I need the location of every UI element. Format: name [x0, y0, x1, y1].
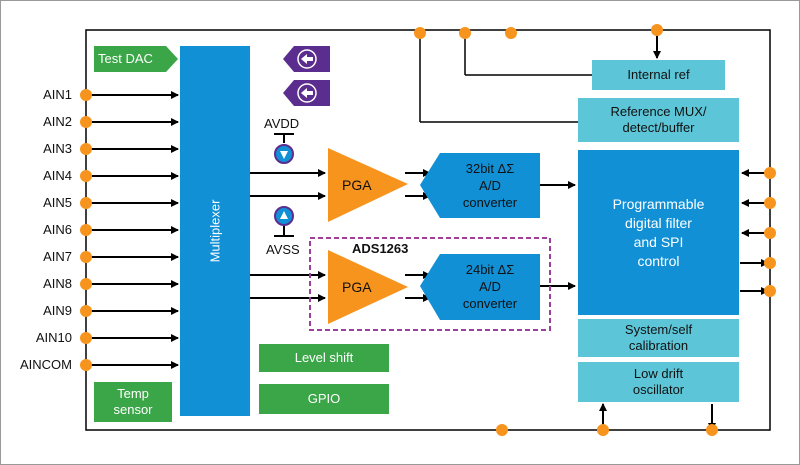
gpio-block: GPIO: [259, 384, 389, 414]
aincom-label: AINCOM: [20, 357, 72, 372]
ain6-label: AIN6: [43, 222, 72, 237]
multiplexer-block: Multiplexer: [180, 46, 250, 416]
ads1263-label: ADS1263: [352, 241, 409, 256]
ain7-label: AIN7: [43, 249, 72, 264]
internal-ref-block: Internal ref: [592, 60, 725, 90]
test-dac-block: Test DAC: [98, 51, 153, 66]
multiplexer-label: Multiplexer: [206, 199, 222, 263]
avdd-label: AVDD: [264, 116, 300, 131]
ain2-label: AIN2: [43, 114, 72, 129]
adc1-label: 32bit ΔΣ A/D converter: [462, 161, 518, 210]
avss-label: AVSS: [266, 242, 300, 257]
ain9-label: AIN9: [43, 303, 72, 318]
temp-sensor-block: Temp sensor: [94, 382, 172, 422]
ain1-label: AIN1: [43, 87, 72, 102]
oscillator-block: Low drift oscillator: [578, 362, 739, 402]
ain10-label: AIN10: [35, 330, 72, 345]
pga2-triangle: [328, 250, 408, 324]
adc1-shape: [420, 153, 540, 218]
ain5-label: AIN5: [43, 195, 72, 210]
calibration-block: System/self calibration: [578, 319, 739, 357]
pga2-label: PGA: [342, 279, 372, 295]
adc2-label: 24bit ΔΣ A/D converter: [462, 262, 518, 311]
ain4-label: AIN4: [43, 168, 72, 183]
reference-mux-block: Reference MUX/ detect/buffer: [578, 98, 739, 142]
adc2-shape: [420, 254, 540, 320]
ain3-label: AIN3: [43, 141, 72, 156]
pins: [80, 24, 776, 436]
ain8-label: AIN8: [43, 276, 72, 291]
dac-output-tags: [283, 46, 330, 106]
pga1-triangle: [328, 148, 408, 222]
pga1-label: PGA: [342, 177, 372, 193]
digital-filter-block: Programmable digital filter and SPI cont…: [578, 150, 739, 315]
level-shift-block: Level shift: [259, 344, 389, 372]
